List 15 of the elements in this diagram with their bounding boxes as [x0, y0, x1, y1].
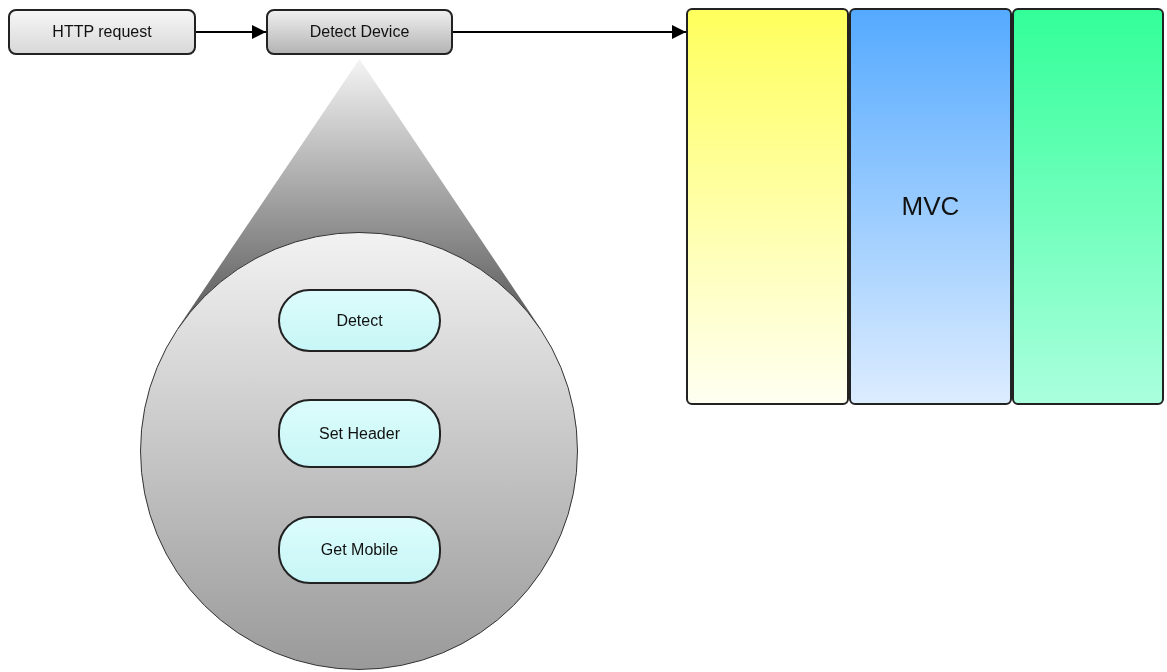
arrow [195, 25, 267, 39]
layer-column [849, 8, 1012, 405]
node-label: Set Header [319, 424, 400, 443]
step-pill [278, 516, 441, 584]
node-label: HTTP request [52, 23, 152, 41]
node-label: Detect Device [309, 23, 410, 41]
node-label: Get Mobile [320, 541, 399, 559]
process-box [8, 9, 196, 55]
layer-column [686, 8, 849, 405]
node-label: Detect [336, 311, 383, 330]
step-pill [278, 399, 441, 468]
node-label: MVC [901, 191, 960, 222]
process-box [266, 9, 453, 55]
arrow [452, 25, 687, 39]
layer-column [1012, 8, 1164, 405]
